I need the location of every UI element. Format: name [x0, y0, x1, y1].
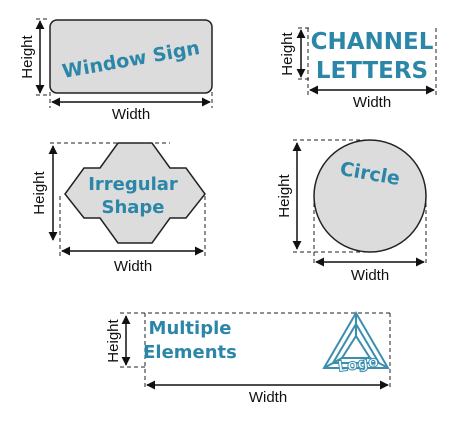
channel-letters-line1: CHANNEL [311, 29, 434, 55]
channel-letters-panel: CHANNEL LETTERS Height Width [279, 27, 437, 111]
multiple-elements-line2: Elements [143, 342, 237, 363]
irregular-width-label: Width [114, 258, 152, 275]
window-sign-width-label: Width [112, 106, 150, 123]
circle-panel: Circle Height Width [276, 139, 427, 284]
window-sign-rectangle [49, 19, 213, 94]
channel-letters-width-label: Width [353, 94, 391, 111]
channel-letters-height-label: Height [279, 31, 296, 75]
penrose-triangle-icon [322, 311, 390, 369]
multiple-height-label: Height [105, 318, 122, 362]
irregular-height-label: Height [31, 170, 48, 214]
circle-shape [313, 139, 427, 253]
circle-width-label: Width [351, 267, 389, 284]
circle-height-label: Height [276, 173, 293, 217]
channel-letters-line2: LETTERS [316, 58, 428, 84]
irregular-shape-line2: Shape [101, 197, 164, 218]
window-sign-panel: Window Sign Height Width [19, 18, 213, 123]
multiple-elements-panel: Multiple Elements Logo Height Width [105, 311, 391, 406]
multiple-elements-line1: Multiple [149, 318, 232, 339]
logo-text: Logo [336, 352, 379, 376]
irregular-shape-outline [64, 142, 206, 244]
multiple-width-label: Width [249, 389, 287, 406]
irregular-shape-line1: Irregular [88, 174, 178, 195]
window-sign-height-label: Height [19, 34, 36, 78]
irregular-shape-panel: Irregular Shape Height Width [31, 142, 206, 275]
